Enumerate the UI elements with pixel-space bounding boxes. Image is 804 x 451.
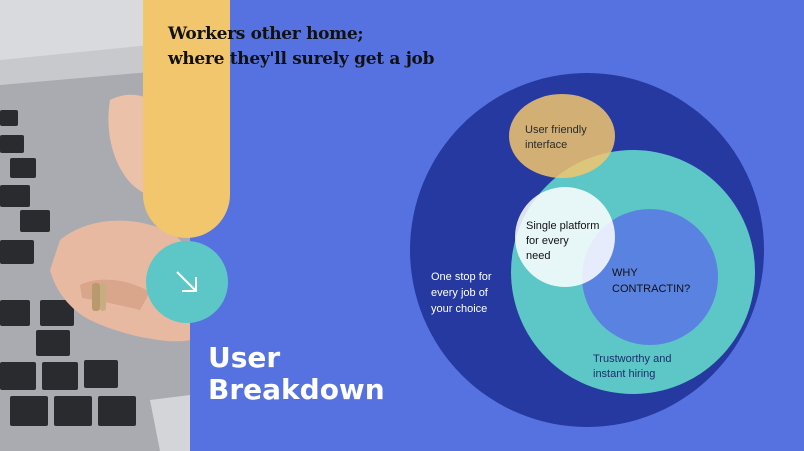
white-label: Single platform for every need xyxy=(526,220,602,262)
yellow-ellipse xyxy=(509,94,615,178)
center-label: WHY CONTRACTIN? xyxy=(612,267,690,295)
headline-line-1: Workers other home; xyxy=(168,24,364,44)
center-circle xyxy=(582,209,718,345)
section-title: User Breakdown xyxy=(208,342,385,406)
section-title-line-1: User xyxy=(208,341,281,374)
headline-line-2: where they'll surely get a job xyxy=(168,49,435,69)
white-circle xyxy=(515,187,615,287)
section-title-line-2: Breakdown xyxy=(208,373,385,406)
arrow-down-right-icon xyxy=(176,271,197,292)
top-label: User friendly interface xyxy=(525,124,590,151)
outer-label: One stop for every job of your choice xyxy=(431,271,495,315)
yellow-tab-decoration xyxy=(143,0,230,238)
arrow-button xyxy=(146,241,228,323)
teal-label: Trustworthy and instant hiring xyxy=(593,353,675,380)
headline: Workers other home; where they'll surely… xyxy=(168,22,435,72)
